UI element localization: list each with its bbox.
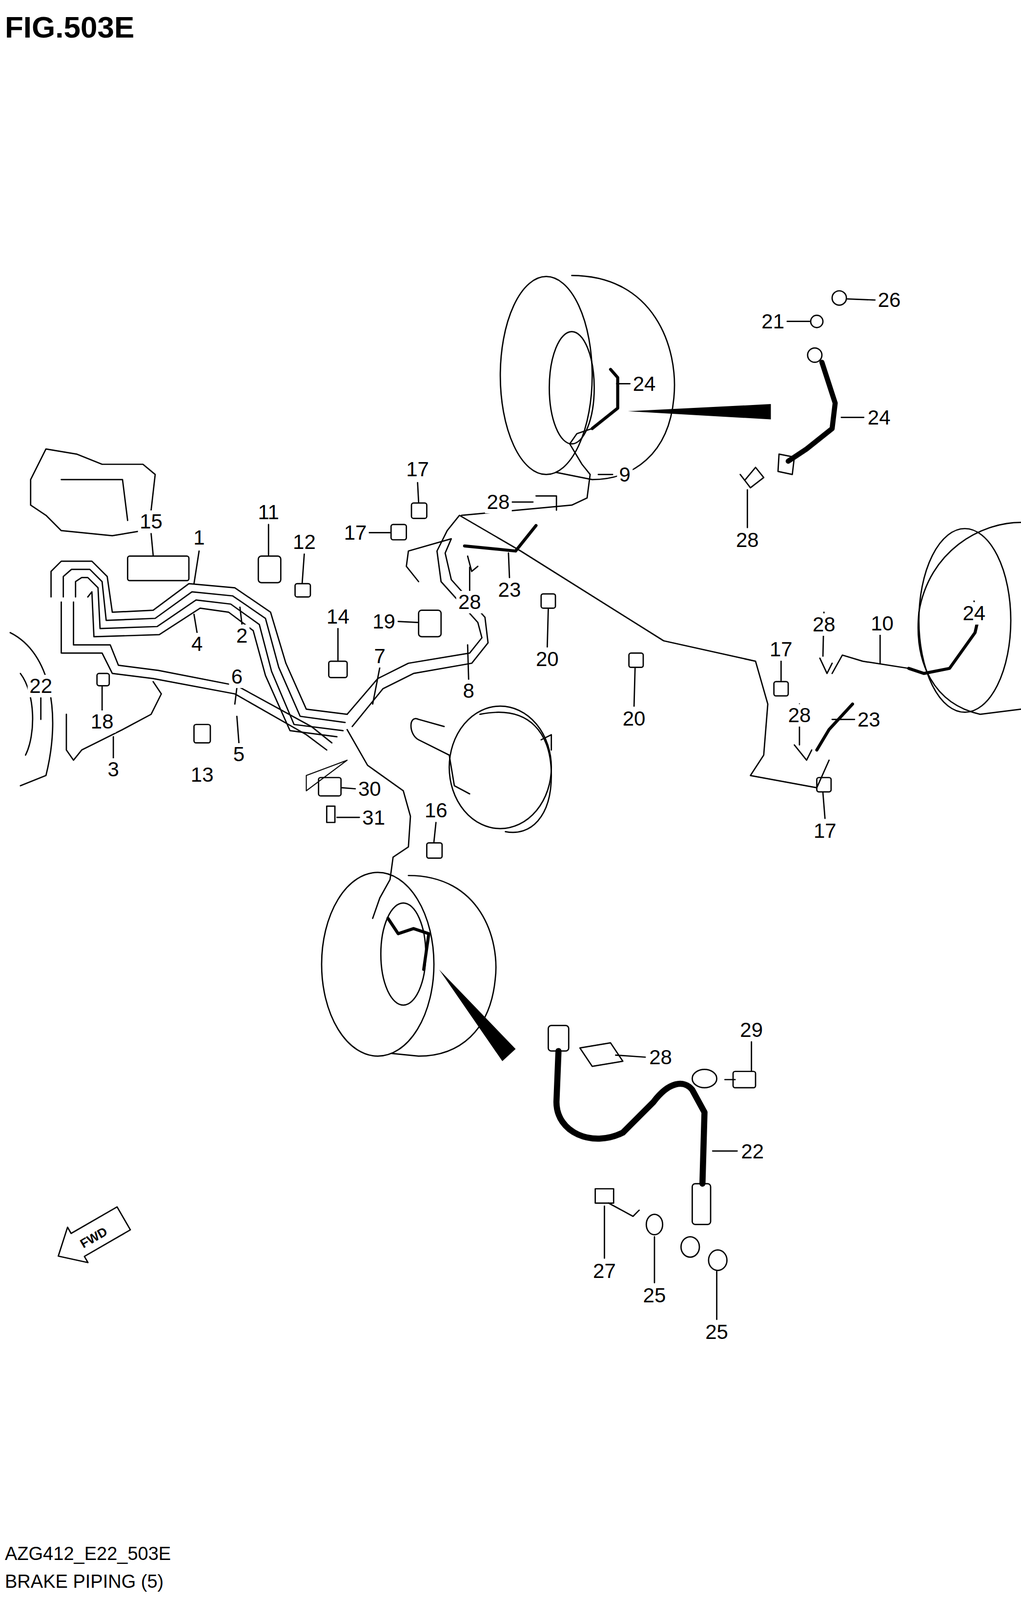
callout-number: 29 — [737, 1019, 765, 1042]
callout-number: 9 — [617, 463, 633, 487]
figure-title: FIG.503E — [2, 11, 137, 44]
callout-number: 16 — [422, 799, 450, 822]
callout-number: 22 — [738, 1140, 766, 1164]
callout-number: 28 — [485, 490, 512, 514]
callout-number: 28 — [786, 704, 814, 727]
callout-number: 28 — [456, 591, 484, 614]
callout-number: 8 — [461, 679, 477, 703]
callout-number: 22 — [27, 674, 55, 698]
callout-number: 28 — [810, 613, 838, 636]
callout-number: 17 — [767, 638, 795, 661]
callout-number: 28 — [647, 1046, 674, 1069]
callout-number: 3 — [105, 758, 122, 781]
callout-number: 23 — [496, 578, 524, 602]
callout-number: 13 — [188, 763, 216, 787]
callout-number: 4 — [189, 633, 205, 656]
callout-number: 15 — [137, 510, 165, 533]
callout-number: 19 — [370, 610, 398, 634]
callout-number: 14 — [324, 605, 352, 629]
callout-number: 2 — [234, 624, 250, 648]
callout-number: 6 — [229, 665, 245, 689]
callout-number: 31 — [360, 806, 388, 830]
callout-number: 5 — [231, 743, 247, 766]
callout-number: 1 — [191, 526, 207, 550]
callout-number: 11 — [255, 501, 282, 524]
callout-number: 23 — [855, 708, 883, 732]
callout-number: 20 — [620, 707, 648, 731]
callout-number: 12 — [290, 530, 318, 554]
direction-mark: FWD — [78, 1224, 110, 1250]
callout-number: 26 — [876, 288, 903, 312]
callout-number: 30 — [356, 777, 384, 801]
callout-number: 24 — [960, 602, 988, 625]
callout-number: 24 — [865, 406, 893, 429]
drawing-code: AZG412_E22_503E — [2, 1543, 173, 1565]
callout-number: 24 — [631, 372, 658, 396]
callout-number: 7 — [372, 645, 388, 668]
callout-number: 20 — [533, 648, 561, 671]
callout-number: 17 — [404, 458, 431, 481]
callout-number: 25 — [641, 1284, 669, 1307]
callout-number: 25 — [703, 1321, 731, 1344]
callout-number: 18 — [88, 710, 116, 734]
callout-number: 27 — [591, 1260, 618, 1283]
callout-number: 17 — [342, 521, 369, 545]
callout-number: 21 — [759, 310, 787, 333]
figure-caption: BRAKE PIPING (5) — [2, 1571, 166, 1593]
callout-number: 10 — [868, 612, 896, 635]
callout-number: 28 — [734, 529, 761, 552]
callout-number: 17 — [811, 819, 839, 843]
